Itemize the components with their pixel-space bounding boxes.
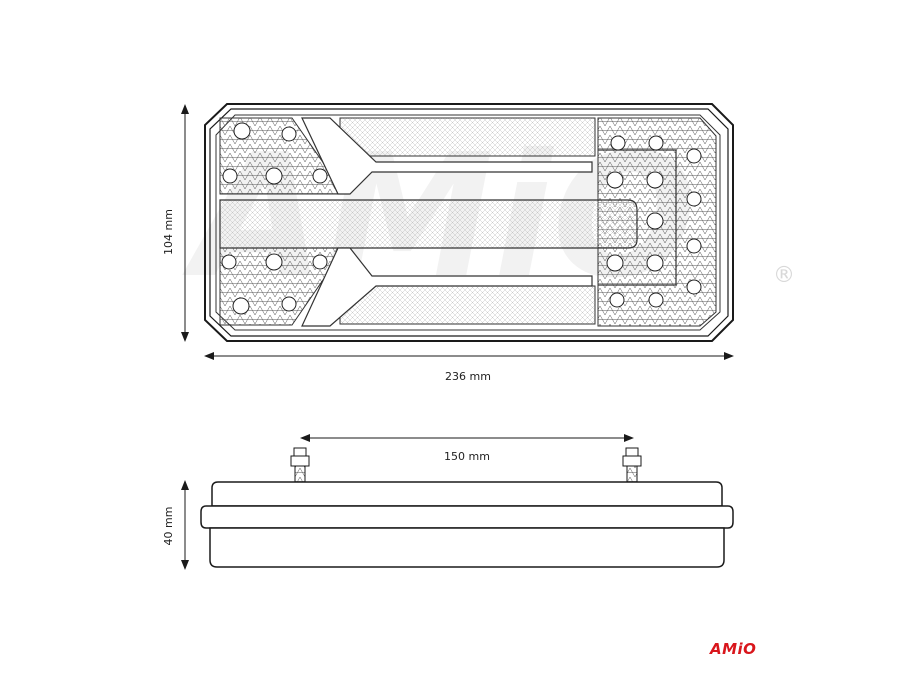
dimension-stud-spacing: 150 mm [300,434,634,463]
light-guide-lower [301,247,593,327]
side-view [200,447,734,568]
depth-label: 40 mm [162,507,175,546]
led [646,171,664,189]
led [686,238,702,254]
led [222,168,238,184]
dimension-depth: 40 mm [162,480,189,570]
led [606,254,624,272]
light-guide-right [598,149,677,286]
led [609,292,625,308]
width-label: 236 mm [445,370,491,383]
led [312,254,328,270]
reflector-bottom [339,285,596,325]
led [610,135,626,151]
front-view [204,103,734,342]
front-lens [215,114,721,331]
mounting-stud-right [622,447,642,483]
front-housing-inner [209,108,729,337]
led-group [221,122,702,315]
height-label: 104 mm [162,209,175,255]
dimension-width: 236 mm [204,352,734,383]
brand-logo: AMiO [710,640,757,658]
led [648,135,664,151]
led [232,297,250,315]
front-housing-outer [204,103,734,342]
led [265,167,283,185]
reflector-top [339,117,596,157]
led [233,122,251,140]
side-housing-back [211,481,723,507]
led [281,126,297,142]
led [221,254,237,270]
side-housing-lens [209,527,725,568]
mounting-stud-left [290,447,310,483]
led [281,296,297,312]
led [606,171,624,189]
led [646,212,664,230]
light-guide-upper [301,117,593,195]
led [312,168,328,184]
led [686,191,702,207]
stud-spacing-label: 150 mm [444,450,490,463]
side-housing-flange [200,505,734,529]
led [646,254,664,272]
led [686,148,702,164]
led [686,279,702,295]
light-guide-bar [219,199,638,249]
dimension-height: 104 mm [162,104,189,342]
led [648,292,664,308]
registered-mark: ® [773,263,795,288]
led [265,253,283,271]
